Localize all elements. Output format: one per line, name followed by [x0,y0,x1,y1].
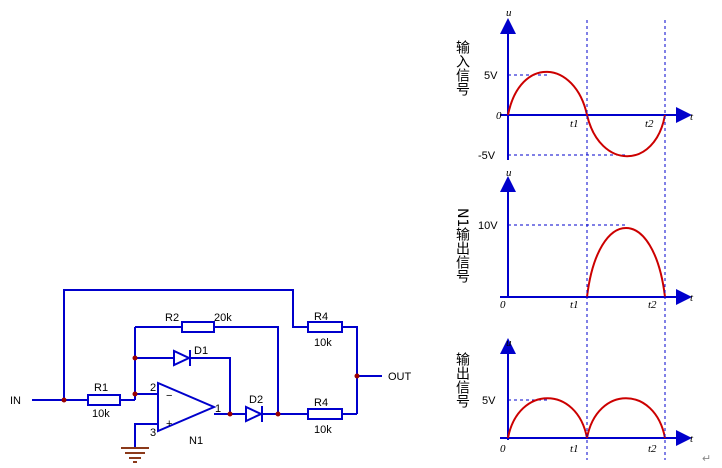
graph-n1-output: u t 0 t1 t2 10V [478,167,694,311]
r1-value: 10k [92,408,110,420]
t-symbol: t [690,292,694,304]
graph-output: u t 0 t1 t2 5V [482,337,694,455]
r4-bottom-value: 10k [314,424,332,436]
wire-d1-right [190,357,231,414]
return-mark: ↵ [702,453,711,465]
resistor-r4-top [307,321,343,333]
origin: 0 [500,443,506,455]
t2-label: t2 [648,443,657,455]
r1-name: R1 [94,382,108,394]
resistor-r4-bottom [307,408,343,420]
graph-input: u t 0 t1 t2 5V -5V [478,7,694,162]
r4-top-name: R4 [314,311,328,323]
wire-input-bypass [63,289,308,400]
opamp-n1 [157,381,217,433]
d2-label: D2 [249,394,263,406]
origin: 0 [496,110,502,122]
t2-label: t2 [648,299,657,311]
pin2-label: 2 [150,382,156,394]
wire-r4-top-out [342,326,358,414]
circuit [32,289,382,448]
minus-sign: − [166,390,172,402]
t-symbol: t [690,111,694,123]
y-symbol: u [506,7,512,19]
input-sine-curve [507,70,666,158]
r4-bottom-name: R4 [314,397,328,409]
t1-label: t1 [570,299,579,311]
level-5v: 5V [482,395,496,407]
level-10v: 10V [478,220,498,232]
t2-label: t2 [645,118,654,130]
level-5v: 5V [484,70,498,82]
junction-nodes [61,355,360,417]
output-curve [507,397,666,439]
graph-output-ylabel: 输出信号 [454,352,470,408]
pin3-label: 3 [150,427,156,439]
d1-label: D1 [194,345,208,357]
ground-icon [121,447,149,463]
t1-label: t1 [570,443,579,455]
origin: 0 [500,299,506,311]
resistor-r2 [181,321,215,333]
y-symbol: u [506,337,512,349]
r2-name: R2 [165,312,179,324]
out-label: OUT [388,371,412,383]
pin1-label: 1 [215,403,221,415]
n1-label: N1 [189,435,203,447]
r2-value: 20k [214,312,232,324]
t-symbol: t [690,433,694,445]
resistor-r1 [87,394,121,406]
r4-top-value: 10k [314,337,332,349]
plus-sign: + [166,418,172,430]
graph-input-ylabel: 输入信号 [454,40,470,96]
y-symbol: u [506,167,512,179]
diode-d1 [173,349,192,367]
level-neg5v: -5V [478,150,496,162]
in-label: IN [10,395,21,407]
diode-d2 [245,405,264,423]
n1-output-curve [586,227,666,298]
t1-label: t1 [570,118,579,130]
wire-ground [134,423,158,448]
wire-r2-right [214,326,279,414]
graph-n1-ylabel: N1输出信号 [454,208,470,284]
